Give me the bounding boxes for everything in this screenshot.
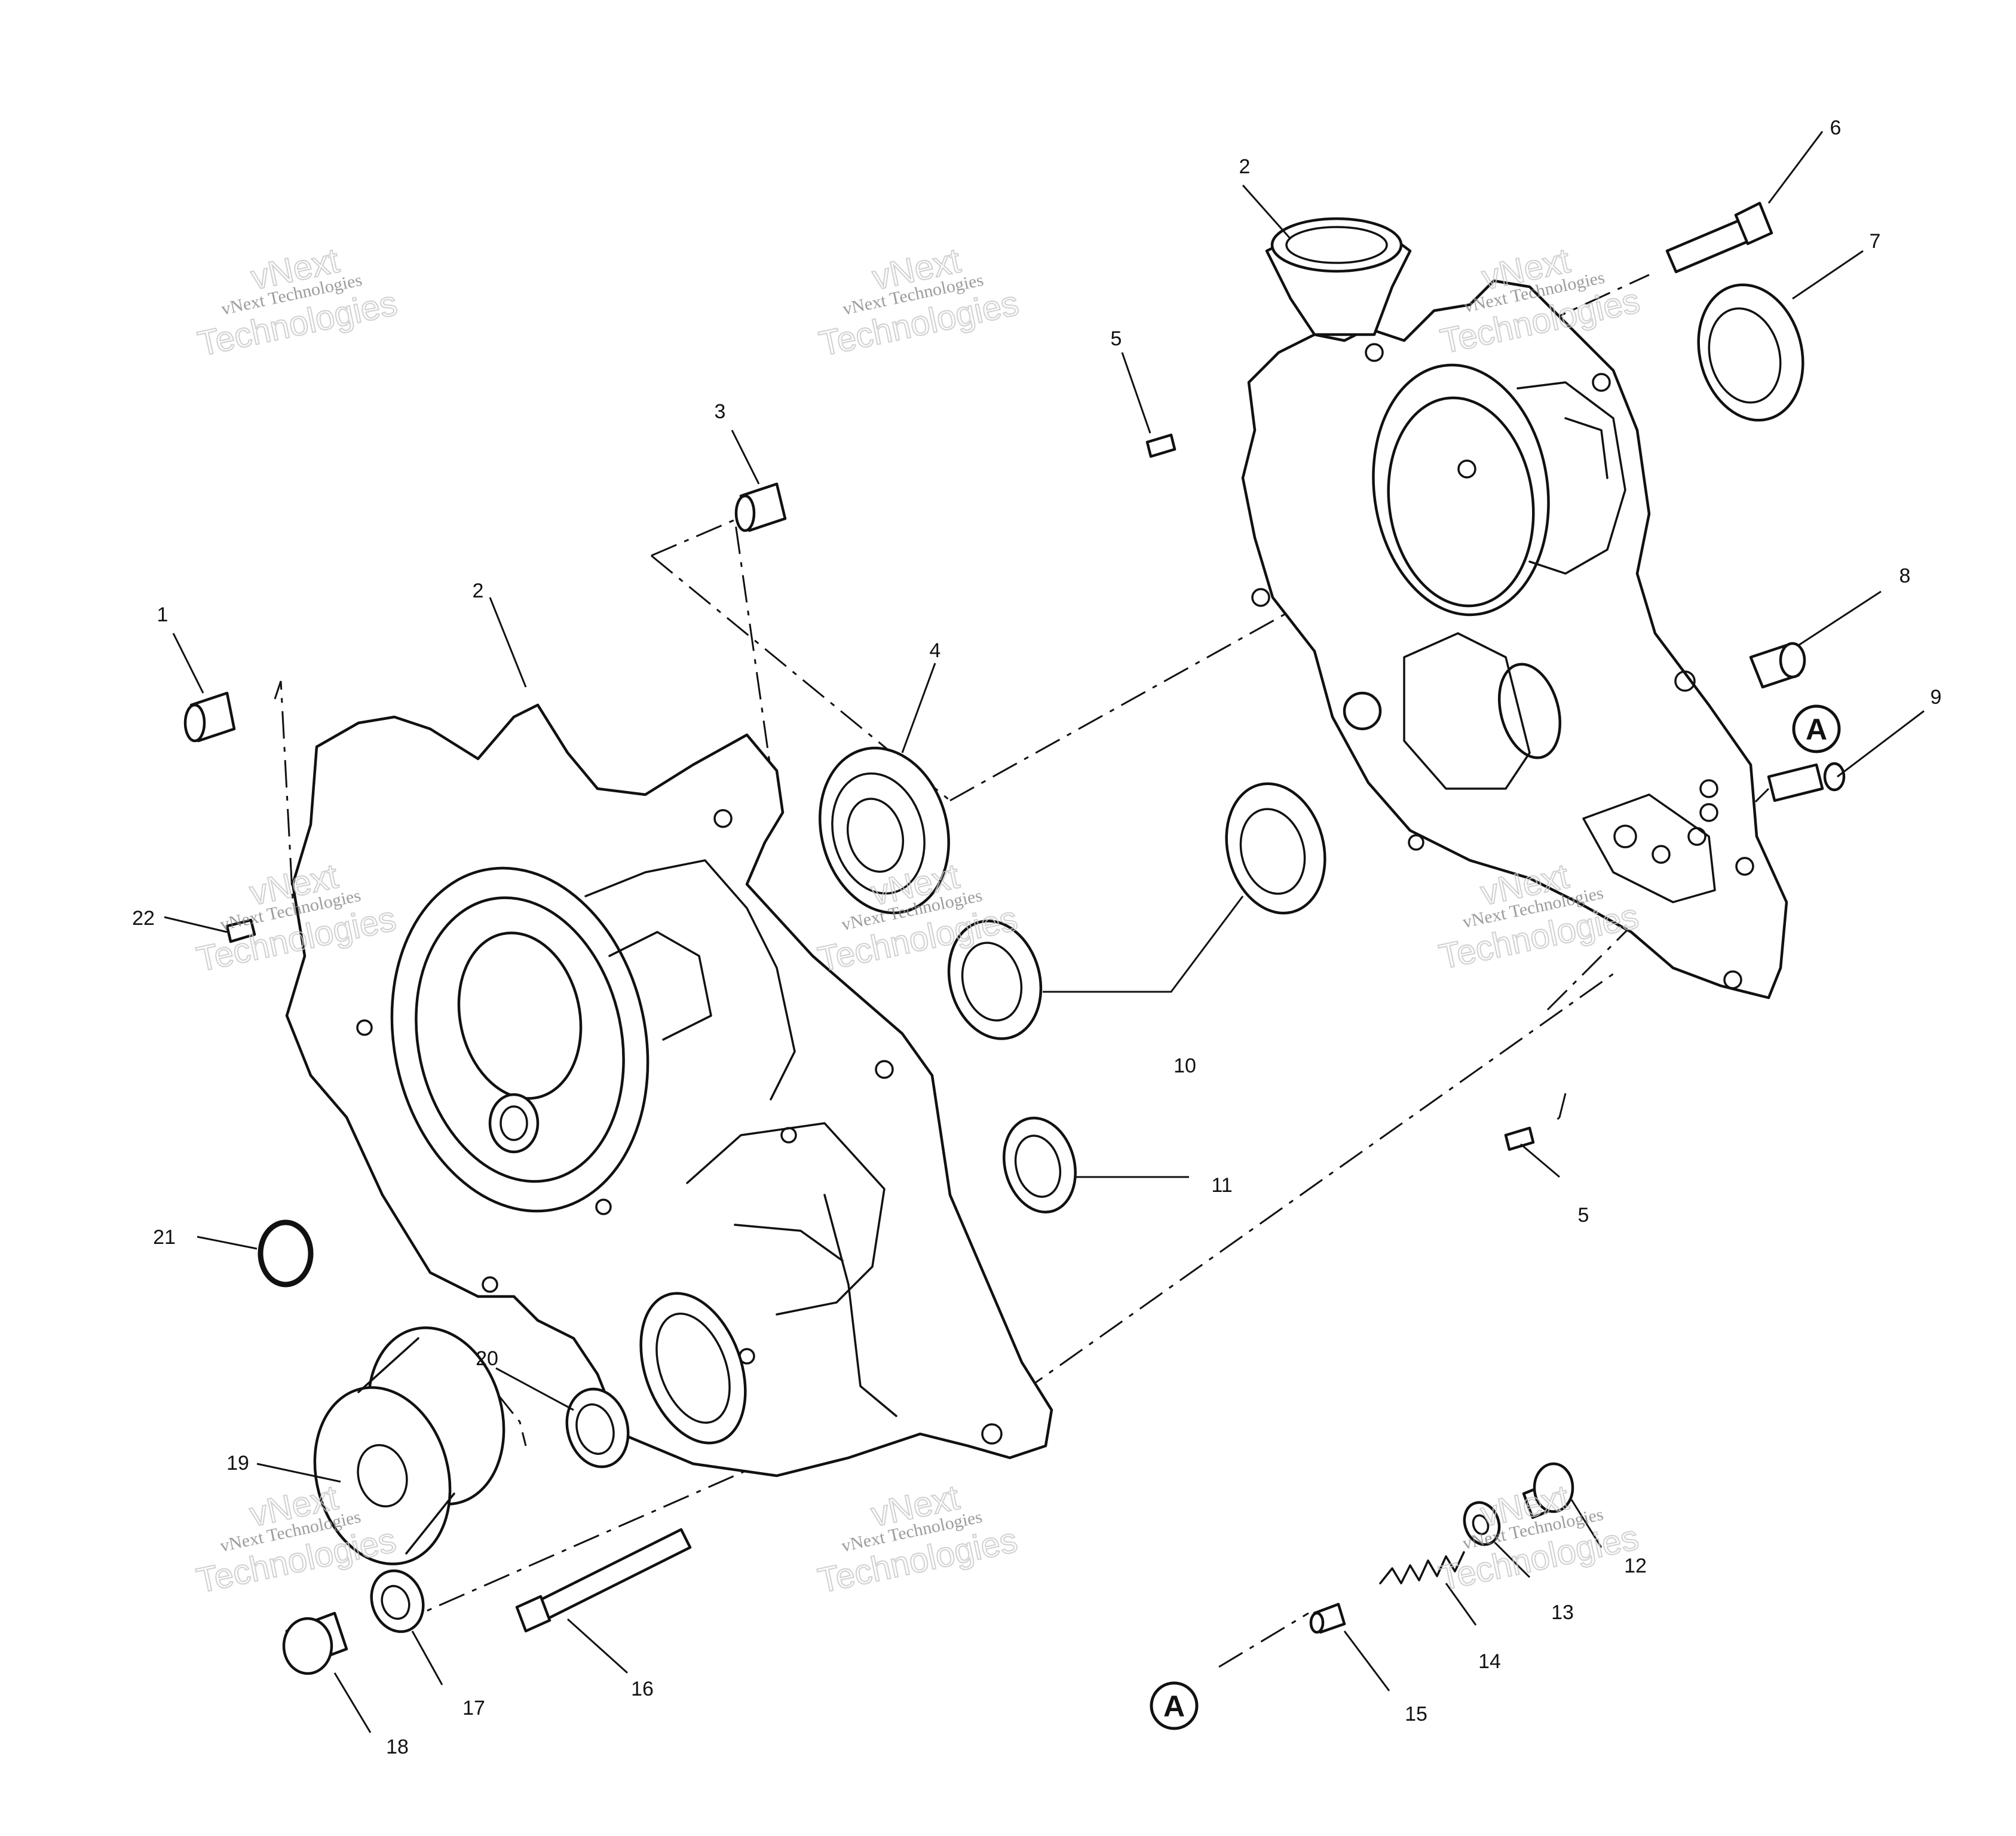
part-18-drain-plug: [282, 1611, 348, 1675]
leader-lines: [164, 131, 1925, 1733]
callout-6: 6: [1830, 117, 1842, 139]
callout-13: 13: [1551, 1601, 1574, 1624]
reference-marker-a-right-label: A: [1806, 713, 1827, 746]
callout-10: 10: [1174, 1055, 1196, 1077]
callout-21: 21: [153, 1226, 176, 1249]
callout-7: 7: [1870, 230, 1881, 253]
part-17-washer: [370, 1569, 425, 1633]
watermark-2: vNext vNext Technologies Technologies: [816, 241, 1023, 364]
callout-12: 12: [1624, 1555, 1647, 1577]
watermark-3: vNext vNext Technologies Technologies: [1436, 241, 1644, 362]
part-16-bolt: [515, 1528, 692, 1633]
part-10-bearing-right: [1225, 782, 1326, 915]
callout-9: 9: [1931, 686, 1942, 709]
part-10-bearing-left: [947, 919, 1043, 1040]
callout-2-left: 2: [473, 580, 484, 602]
part-14-spring: [1379, 1551, 1465, 1584]
reference-marker-a-bottom-label: A: [1163, 1690, 1185, 1723]
callout-5-bottom: 5: [1578, 1204, 1589, 1227]
part-1-bushing: [183, 691, 236, 743]
callout-17: 17: [462, 1697, 485, 1719]
part-19-filter-cover: [313, 1326, 505, 1565]
callout-16: 16: [631, 1678, 654, 1700]
watermark-9: vNext vNext Technologies Technologies: [1435, 1478, 1643, 1599]
part-11-bearing: [1003, 1117, 1077, 1213]
part-3-bushing: [734, 482, 787, 532]
part-8-plug: [1749, 642, 1806, 689]
part-7-oil-seal: [1697, 283, 1804, 422]
part-6-bolt: [1665, 201, 1773, 274]
part-5-dowel-top: [1145, 433, 1176, 458]
part-4-bearing: [819, 746, 950, 915]
left-crankcase-half: [285, 703, 1053, 1478]
callout-2-right: 2: [1239, 155, 1251, 178]
callout-15: 15: [1405, 1703, 1427, 1725]
callout-3: 3: [715, 400, 726, 423]
watermark-1: vNext vNext Technologies Technologies: [194, 241, 402, 364]
callout-1: 1: [157, 603, 168, 626]
callout-8: 8: [1899, 565, 1911, 587]
callout-numbers: 1 2 2 3 4 5 5 6 7 8 9 10 11 12 13 14 15 …: [132, 117, 1941, 1758]
callout-5-top: 5: [1111, 327, 1122, 350]
reference-marker-a-bottom: A: [1150, 1681, 1199, 1730]
reference-marker-a-right: A: [1792, 704, 1841, 753]
callout-11: 11: [1211, 1174, 1232, 1197]
callout-4: 4: [930, 639, 941, 662]
part-22-dowel: [225, 918, 256, 943]
part-20-oil-seal: [565, 1387, 630, 1469]
part-5-dowel-bottom: [1504, 1126, 1535, 1151]
part-9-fitting: [1767, 762, 1846, 802]
right-crankcase-half: [1241, 217, 1788, 1000]
callout-19: 19: [226, 1452, 249, 1475]
part-15-pin: [1309, 1602, 1346, 1634]
callout-18: 18: [386, 1736, 409, 1758]
part-12-bolt: [1522, 1462, 1574, 1519]
callout-20: 20: [476, 1347, 498, 1370]
part-13-washer: [1463, 1501, 1501, 1546]
watermark-8: vNext vNext Technologies Technologies: [814, 1478, 1022, 1601]
callout-22: 22: [132, 907, 155, 930]
callout-14: 14: [1478, 1650, 1501, 1673]
part-21-o-ring: [258, 1219, 314, 1288]
